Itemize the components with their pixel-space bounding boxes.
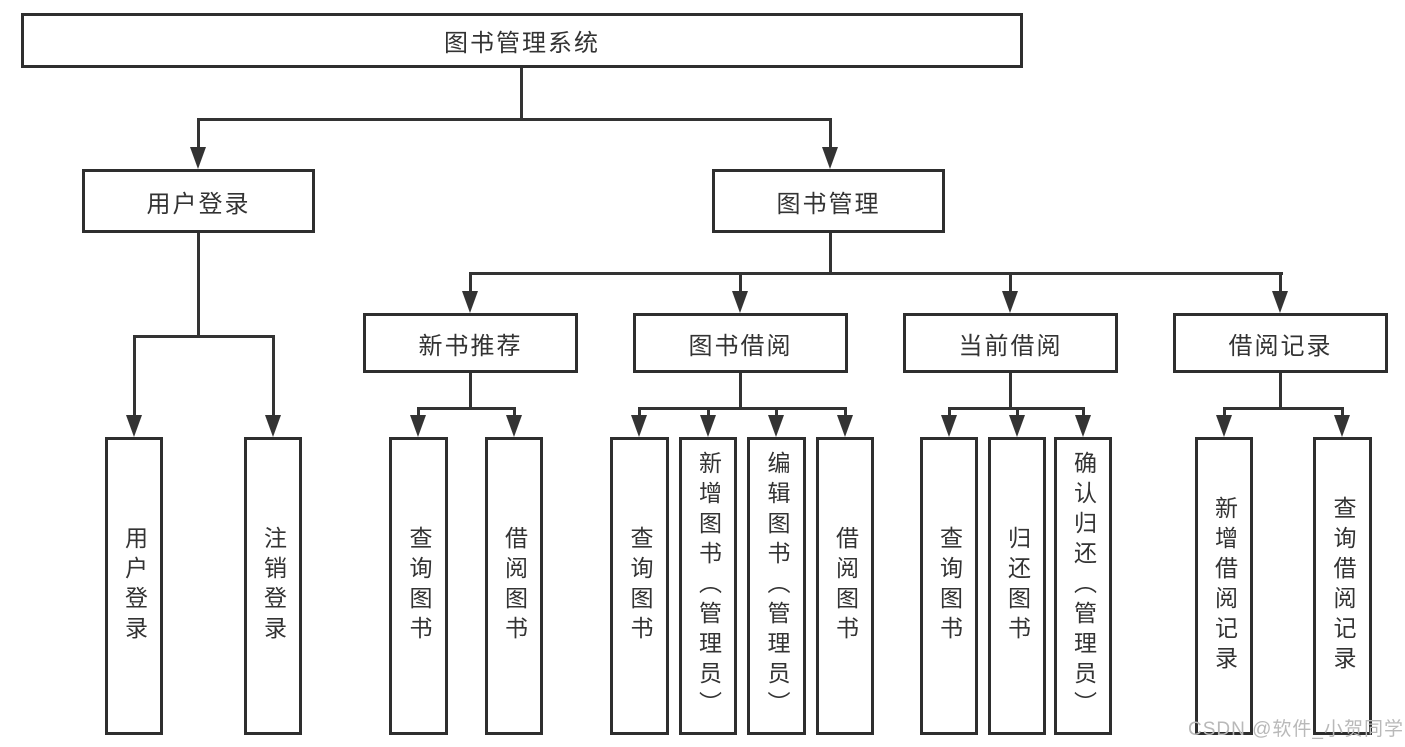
node-new-book-rec-label: 新书推荐 [418, 332, 523, 360]
connector-group3-rail [638, 407, 847, 410]
node-leaf-query-book-3: 查询图书 [920, 437, 978, 735]
connector-level2-rail [197, 118, 831, 121]
node-leaf-add-borrow-record-label: 新增借阅记录 [1211, 496, 1238, 676]
node-user-login-label: 用户登录 [146, 190, 251, 218]
arrowhead-new-book-rec [462, 291, 478, 313]
connector-group5-rail [1223, 407, 1344, 410]
arrowhead-user-login [190, 147, 206, 169]
arrowhead-book-borrow [732, 291, 748, 313]
connector-to-borrow-book-2 [844, 407, 847, 419]
node-leaf-logout-label: 注销登录 [260, 526, 287, 646]
node-book-mgmt: 图书管理 [712, 169, 945, 233]
node-leaf-query-book-1-label: 查询图书 [406, 526, 432, 646]
connector-group1-rail [133, 335, 275, 338]
connector-root-stem [520, 68, 523, 118]
arrowhead-current-borrow [1002, 291, 1018, 313]
node-leaf-add-borrow-record: 新增借阅记录 [1195, 437, 1253, 735]
node-leaf-borrow-book-2: 借阅图书 [816, 437, 874, 735]
connector-new-book-rec-stem [469, 373, 472, 410]
node-new-book-rec: 新书推荐 [363, 313, 578, 373]
connector-to-query-book-2 [638, 407, 641, 419]
node-leaf-query-borrow-record-label: 查询借阅记录 [1330, 496, 1356, 676]
arrowhead-leaf-logout [265, 415, 281, 437]
node-leaf-logout: 注销登录 [244, 437, 302, 735]
connector-to-borrow-book-1 [513, 407, 516, 419]
node-book-borrow: 图书借阅 [633, 313, 848, 373]
csdn-watermark: CSDN @软件_小贺同学 [1188, 719, 1404, 740]
connector-to-current-borrow [1009, 272, 1012, 293]
node-leaf-query-book-1: 查询图书 [389, 437, 448, 735]
arrowhead-query-book-3 [941, 415, 957, 437]
connector-to-book-borrow [739, 272, 742, 293]
node-leaf-user-login: 用户登录 [105, 437, 163, 735]
arrowhead-query-book-2 [631, 415, 647, 437]
connector-to-confirm-return [1082, 407, 1085, 419]
connector-group2-rail [417, 407, 516, 410]
node-root: 图书管理系统 [21, 13, 1023, 68]
connector-borrow-record-stem [1279, 373, 1282, 410]
connector-to-query-book-3 [948, 407, 951, 419]
node-leaf-return-book-label: 归还图书 [1004, 526, 1031, 646]
connector-to-query-book-1 [417, 407, 420, 419]
connector-level3-rail [469, 272, 1283, 275]
node-leaf-borrow-book-1: 借阅图书 [485, 437, 543, 735]
node-user-login: 用户登录 [82, 169, 315, 233]
node-leaf-borrow-book-2-label: 借阅图书 [832, 526, 859, 646]
node-book-mgmt-label: 图书管理 [776, 190, 881, 218]
node-borrow-record-label: 借阅记录 [1228, 332, 1333, 360]
node-current-borrow-label: 当前借阅 [958, 332, 1063, 360]
connector-to-edit-book [775, 407, 778, 419]
node-leaf-query-book-3-label: 查询图书 [936, 526, 963, 646]
arrowhead-leaf-user-login [126, 415, 142, 437]
connector-to-new-book-rec [469, 272, 472, 293]
connector-to-user-login [197, 118, 200, 149]
node-leaf-query-book-2-label: 查询图书 [627, 526, 653, 646]
connector-book-mgmt-stem [829, 233, 832, 275]
connector-to-book-mgmt [829, 118, 832, 149]
node-leaf-borrow-book-1-label: 借阅图书 [501, 526, 528, 646]
node-leaf-query-book-2: 查询图书 [610, 437, 669, 735]
node-root-label: 图书管理系统 [444, 30, 600, 57]
node-leaf-return-book: 归还图书 [988, 437, 1046, 735]
arrowhead-edit-book [768, 415, 784, 437]
connector-to-return-book [1016, 407, 1019, 419]
arrowhead-return-book [1009, 415, 1025, 437]
connector-to-query-borrow-record [1341, 407, 1344, 419]
arrowhead-add-borrow-record [1216, 415, 1232, 437]
connector-to-borrow-record [1279, 272, 1282, 293]
node-leaf-edit-book-label: 编辑图书（管理员） [764, 451, 790, 721]
node-current-borrow: 当前借阅 [903, 313, 1118, 373]
arrowhead-confirm-return [1075, 415, 1091, 437]
connector-to-leaf-user-login [133, 335, 136, 417]
arrowhead-query-book-1 [410, 415, 426, 437]
node-borrow-record: 借阅记录 [1173, 313, 1388, 373]
node-leaf-query-borrow-record: 查询借阅记录 [1313, 437, 1372, 735]
node-leaf-confirm-return-label: 确认归还（管理员） [1070, 451, 1097, 721]
connector-user-login-stem [197, 233, 200, 338]
arrowhead-borrow-book-2 [837, 415, 853, 437]
connector-book-borrow-stem [739, 373, 742, 410]
connector-current-borrow-stem [1009, 373, 1012, 410]
arrowhead-book-mgmt [822, 147, 838, 169]
arrowhead-borrow-book-1 [506, 415, 522, 437]
node-leaf-add-book-label: 新增图书（管理员） [695, 451, 722, 721]
node-leaf-confirm-return: 确认归还（管理员） [1054, 437, 1112, 735]
node-leaf-add-book: 新增图书（管理员） [679, 437, 737, 735]
connector-to-leaf-logout [272, 335, 275, 417]
arrowhead-add-book [700, 415, 716, 437]
arrowhead-query-borrow-record [1334, 415, 1350, 437]
connector-to-add-borrow-record [1223, 407, 1226, 419]
node-leaf-edit-book: 编辑图书（管理员） [747, 437, 806, 735]
arrowhead-borrow-record [1272, 291, 1288, 313]
node-leaf-user-login-label: 用户登录 [121, 526, 148, 646]
connector-to-add-book [707, 407, 710, 419]
node-book-borrow-label: 图书借阅 [688, 332, 793, 360]
